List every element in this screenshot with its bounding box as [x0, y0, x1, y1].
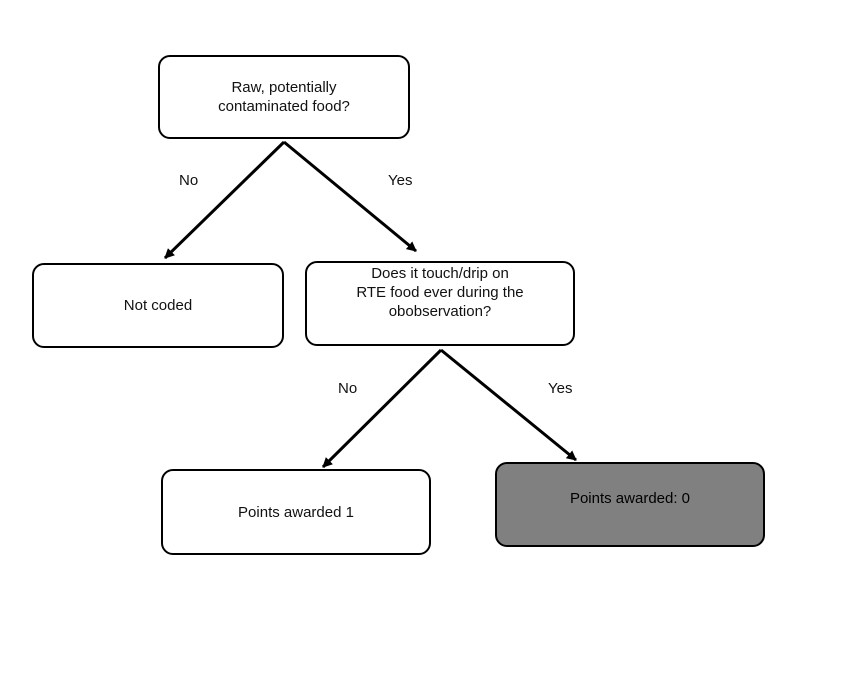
result-not-coded-label: Not coded [123, 297, 193, 314]
question-raw-food-box: Raw, potentially contaminated food? [158, 55, 410, 139]
edge-label-touch-yes: Yes [548, 380, 573, 397]
question-touch-drip-label: Does it touch/drip on RTE food ever duri… [356, 265, 524, 320]
edge-label-touch-no: No [338, 380, 358, 397]
edge-label-raw-no: No [179, 172, 199, 189]
result-not-coded-box: Not coded [32, 263, 284, 348]
edge-label-raw-yes: Yes [388, 172, 413, 189]
question-raw-food-label: Raw, potentially contaminated food? [218, 79, 350, 115]
result-points-1-box: Points awarded 1 [161, 469, 431, 555]
arrow-raw-to-not-coded [163, 140, 286, 260]
arrow-touch-to-points-0 [440, 348, 577, 462]
result-points-0-label: Points awarded: 0 [569, 490, 691, 507]
result-points-1-label: Points awarded 1 [238, 503, 354, 521]
question-touch-drip-box: Does it touch/drip on RTE food ever duri… [305, 261, 575, 346]
arrow-raw-to-touch-question [283, 140, 417, 253]
arrow-touch-to-points-1 [321, 348, 443, 469]
result-points-0-box: Points awarded: 0 [495, 462, 765, 547]
